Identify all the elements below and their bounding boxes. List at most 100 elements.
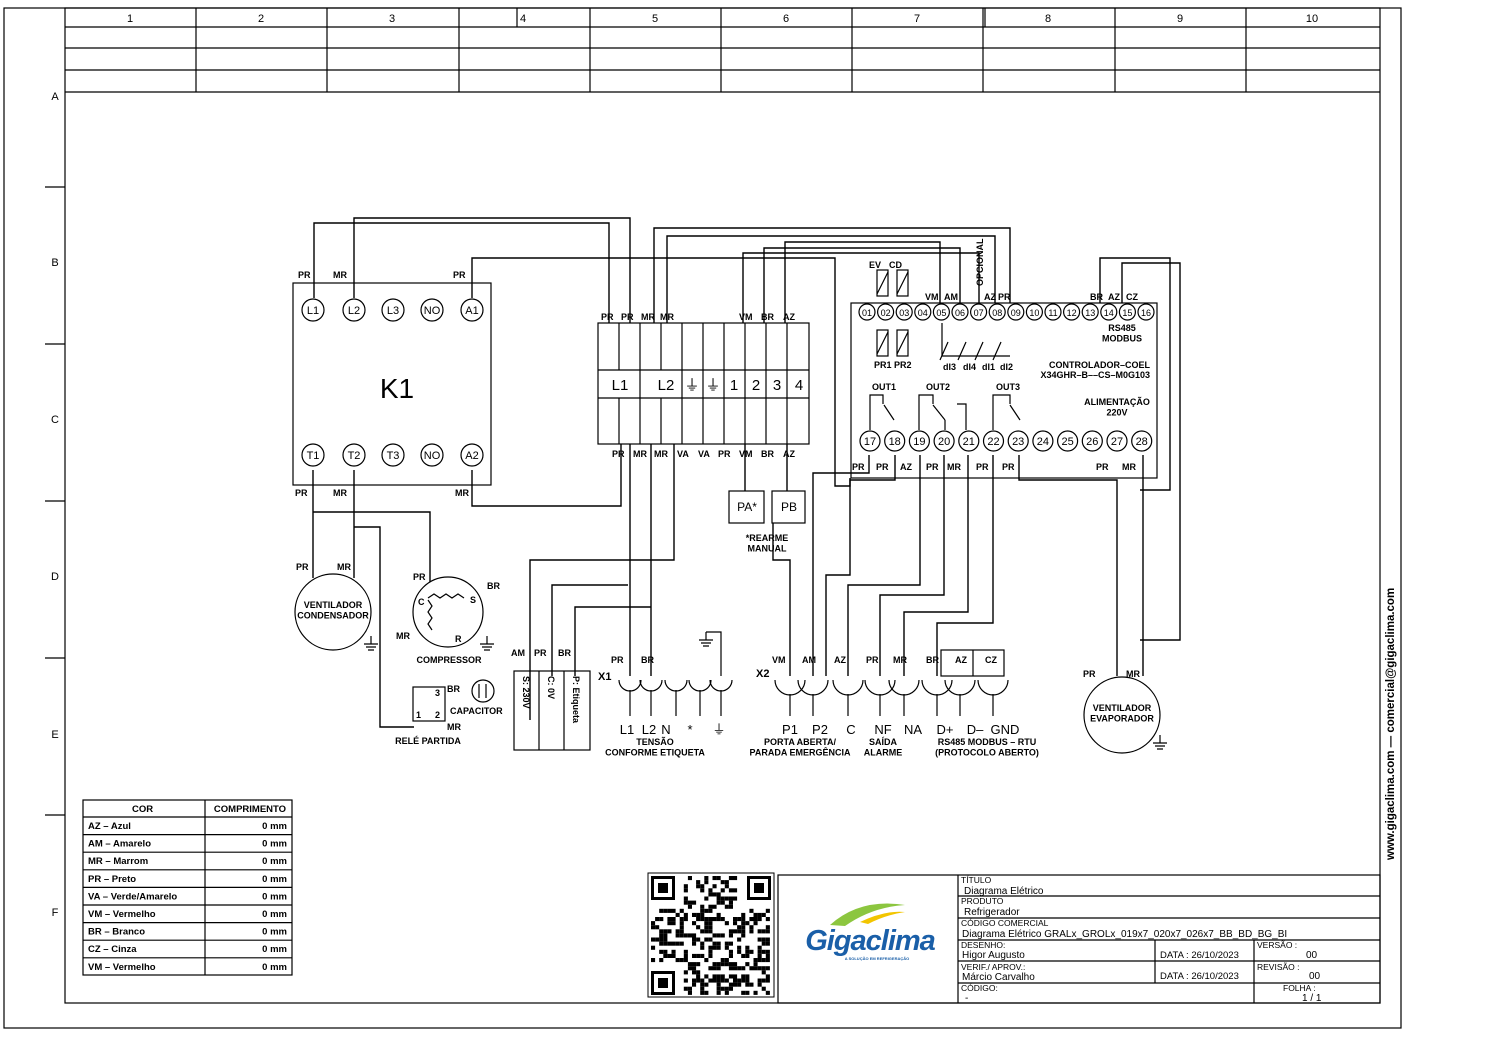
ctl-wire-bottom: PR (876, 462, 889, 472)
label-box-wire-pr: PR (534, 648, 547, 658)
voltage-label-box: AM PR BR S: 230V C: 0V P: Etiqueta (511, 648, 591, 751)
codigo-comercial-value: Diagrama Elétrico GRALx_GROLx_019x7_020x… (962, 929, 1287, 940)
fan-condenser-wire-pr: PR (296, 562, 309, 572)
x1-terminal-label: ⏚ (712, 722, 725, 737)
label-box-row-p: P: Etiqueta (571, 676, 581, 724)
ctl-terminal-bottom: 28 (1136, 436, 1148, 448)
ctl-terminal-bottom-ring (933, 430, 955, 452)
relay-label: RELÉ PARTIDA (395, 736, 461, 746)
x2-caption-door: PORTA ABERTA/PARADA EMERGÊNCIA (749, 737, 851, 757)
legend-length: 0 mm (262, 891, 287, 902)
row-label: F (52, 907, 59, 919)
ctl-terminal-top-ring (895, 303, 913, 321)
drawing-frame (3, 7, 1402, 1029)
codigo-label: CÓDIGO: (961, 983, 998, 993)
fan-evaporator-line: EVAPORADOR (1090, 713, 1154, 723)
column-label: 1 (127, 13, 133, 25)
k1-terminal-top: L2 (348, 305, 360, 317)
note-line: *REARME (746, 533, 789, 543)
tb-wire-bottom: AZ (783, 449, 795, 459)
x2-wire-label: AZ (834, 655, 846, 665)
k1-terminal-bottom: A2 (465, 450, 478, 462)
ctl-terminal-top: 02 (881, 308, 891, 318)
column-label: 7 (914, 13, 920, 25)
k1-wire-pr-top: PR (298, 270, 311, 280)
column-label: 8 (1045, 13, 1051, 25)
k1-terminal-bottom-ring (381, 443, 405, 467)
ctl-wire-bottom: AZ (900, 462, 912, 472)
legend-color: VM – Vermelho (88, 909, 156, 920)
contactor-name: K1 (380, 373, 414, 404)
output-2: OUT2 (926, 382, 950, 392)
x2-wire-label: BR (926, 655, 939, 665)
ctl-terminal-top-ring (1044, 303, 1062, 321)
ctl-terminal-top: 05 (936, 308, 946, 318)
legend-color: BR – Branco (88, 927, 145, 938)
compressor-wire-pr: PR (413, 572, 426, 582)
tb-terminal-label: 1 (730, 377, 738, 394)
versao-label: VERSÃO : (1257, 940, 1297, 950)
ctl-terminal-top: 07 (974, 308, 984, 318)
x1-terminal-arc (688, 679, 712, 692)
tb-terminal-label: L2 (658, 377, 675, 394)
k1-terminal-bottom: NO (424, 450, 441, 462)
x2-terminal-label: P2 (812, 722, 828, 737)
legend-color: MR – Marrom (88, 856, 148, 867)
x2-terminal-arc (977, 679, 1009, 696)
legend-length: 0 mm (262, 909, 287, 920)
legend-length: 0 mm (262, 874, 287, 885)
ctl-terminal-bottom-ring (1056, 430, 1079, 452)
rs485-wire-br: BR (1090, 292, 1103, 302)
column-label: 10 (1306, 13, 1318, 25)
ctl-wire-bottom: PR (852, 462, 865, 472)
folha-label: FOLHA : (1283, 983, 1316, 993)
ctl-wire-vm: VM (925, 292, 939, 302)
tb-terminal-label: 4 (795, 377, 803, 394)
tb-wire-bottom: VA (677, 449, 689, 459)
optional-label: OPCIONAL (975, 238, 985, 286)
k1-terminal-bottom-ring (342, 443, 366, 467)
x2-wire-label: VM (772, 655, 786, 665)
k1-terminal-top: L3 (387, 305, 399, 317)
ctl-terminal-top-ring (1025, 303, 1044, 321)
ctl-terminal-top: 06 (955, 308, 965, 318)
side-contact-text: www.gigaclima.com — comercial@gigaclima.… (1385, 588, 1397, 861)
k1-wire-pr-a1: PR (453, 270, 466, 280)
ctl-wire-pr: PR (998, 292, 1011, 302)
x1-terminal-arc (664, 679, 688, 692)
fan-evaporator-wire-pr: PR (1083, 669, 1096, 679)
x2-terminal-label: D+ (937, 722, 954, 737)
tb-terminal-label: 2 (752, 377, 760, 394)
desenho-label: DESENHO: (961, 940, 1005, 950)
ctl-terminal-bottom: 19 (913, 436, 925, 448)
k1-terminal-bottom-ring (301, 443, 325, 467)
k1-terminal-top: NO (424, 305, 441, 317)
x2-terminal-label: P1 (782, 722, 798, 737)
ctl-wire-bottom: PR (926, 462, 939, 472)
ctl-terminal-top: 14 (1104, 308, 1114, 318)
label-box-wire-br: BR (558, 648, 571, 658)
ctl-terminal-top: 15 (1122, 308, 1132, 318)
k1-terminal-top-ring (381, 298, 405, 322)
relay-pin-3: 3 (435, 688, 440, 698)
controller-model: X34GHR–B––CS–M0G103 (1040, 370, 1150, 380)
rs485-wire-cz: CZ (1126, 292, 1138, 302)
ctl-wire-am: AM (944, 292, 958, 302)
row-label: B (51, 257, 58, 269)
legend-length: 0 mm (262, 962, 287, 973)
tb-wire-top: BR (761, 312, 774, 322)
legend-length: 0 mm (262, 821, 287, 832)
x1-terminal-label: L1 (620, 722, 634, 737)
ctl-terminal-bottom: 18 (889, 436, 901, 448)
k1-terminal-bottom-ring (420, 443, 444, 467)
tb-wire-top: PR (601, 312, 614, 322)
ctl-terminal-top: 16 (1141, 308, 1151, 318)
folha-value: 1 / 1 (1302, 993, 1322, 1004)
ctl-terminal-bottom-ring (1032, 430, 1054, 452)
label-box-wire-am: AM (511, 648, 525, 658)
